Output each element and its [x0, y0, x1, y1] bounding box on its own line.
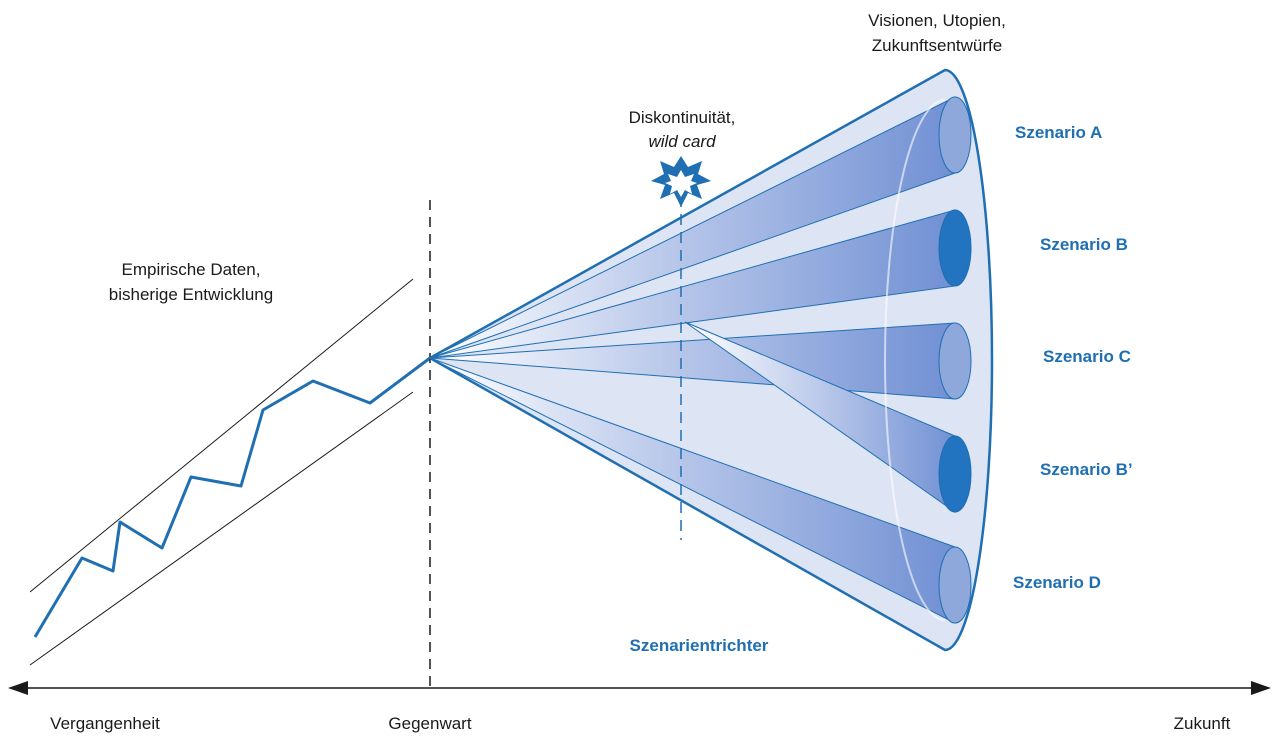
cone-a-opening — [938, 96, 972, 174]
cone-b-opening — [938, 209, 972, 287]
timeline-present-label: Gegenwart — [388, 714, 471, 733]
scenario-cones — [429, 96, 972, 624]
trend-channel-upper — [29, 278, 414, 593]
trend-channel-lower — [29, 391, 414, 666]
visions-label-line1: Visionen, Utopien, — [868, 11, 1006, 30]
scenario-a-label: Szenario A — [1015, 123, 1102, 142]
funnel-label: Szenarientrichter — [630, 636, 769, 655]
visions-label-line2: Zukunftsentwürfe — [872, 36, 1002, 55]
scenario-d-label: Szenario D — [1013, 573, 1101, 592]
funnel-mouth-ring — [884, 99, 946, 621]
timeline-right-arrow-icon — [1251, 681, 1271, 695]
cone-b-prime-opening — [938, 435, 972, 513]
empirical-label-line2: bisherige Entwicklung — [109, 285, 273, 304]
scenario-b-prime-label: Szenario B’ — [1040, 460, 1133, 479]
scenario-b-label: Szenario B — [1040, 235, 1128, 254]
cone-c-opening — [938, 322, 972, 400]
discontinuity-label-line1: Diskontinuität, — [629, 108, 736, 127]
timeline-left-arrow-icon — [8, 681, 28, 695]
empirical-data-line — [33, 356, 431, 638]
wild-card-burst-core — [665, 170, 697, 197]
empirical-label-line1: Empirische Daten, — [122, 260, 261, 279]
timeline-past-label: Vergangenheit — [50, 714, 160, 733]
scenario-c-label: Szenario C — [1043, 347, 1131, 366]
timeline-future-label: Zukunft — [1174, 714, 1231, 733]
cone-d-opening — [938, 546, 972, 624]
discontinuity-label-line2: wild card — [648, 132, 716, 151]
